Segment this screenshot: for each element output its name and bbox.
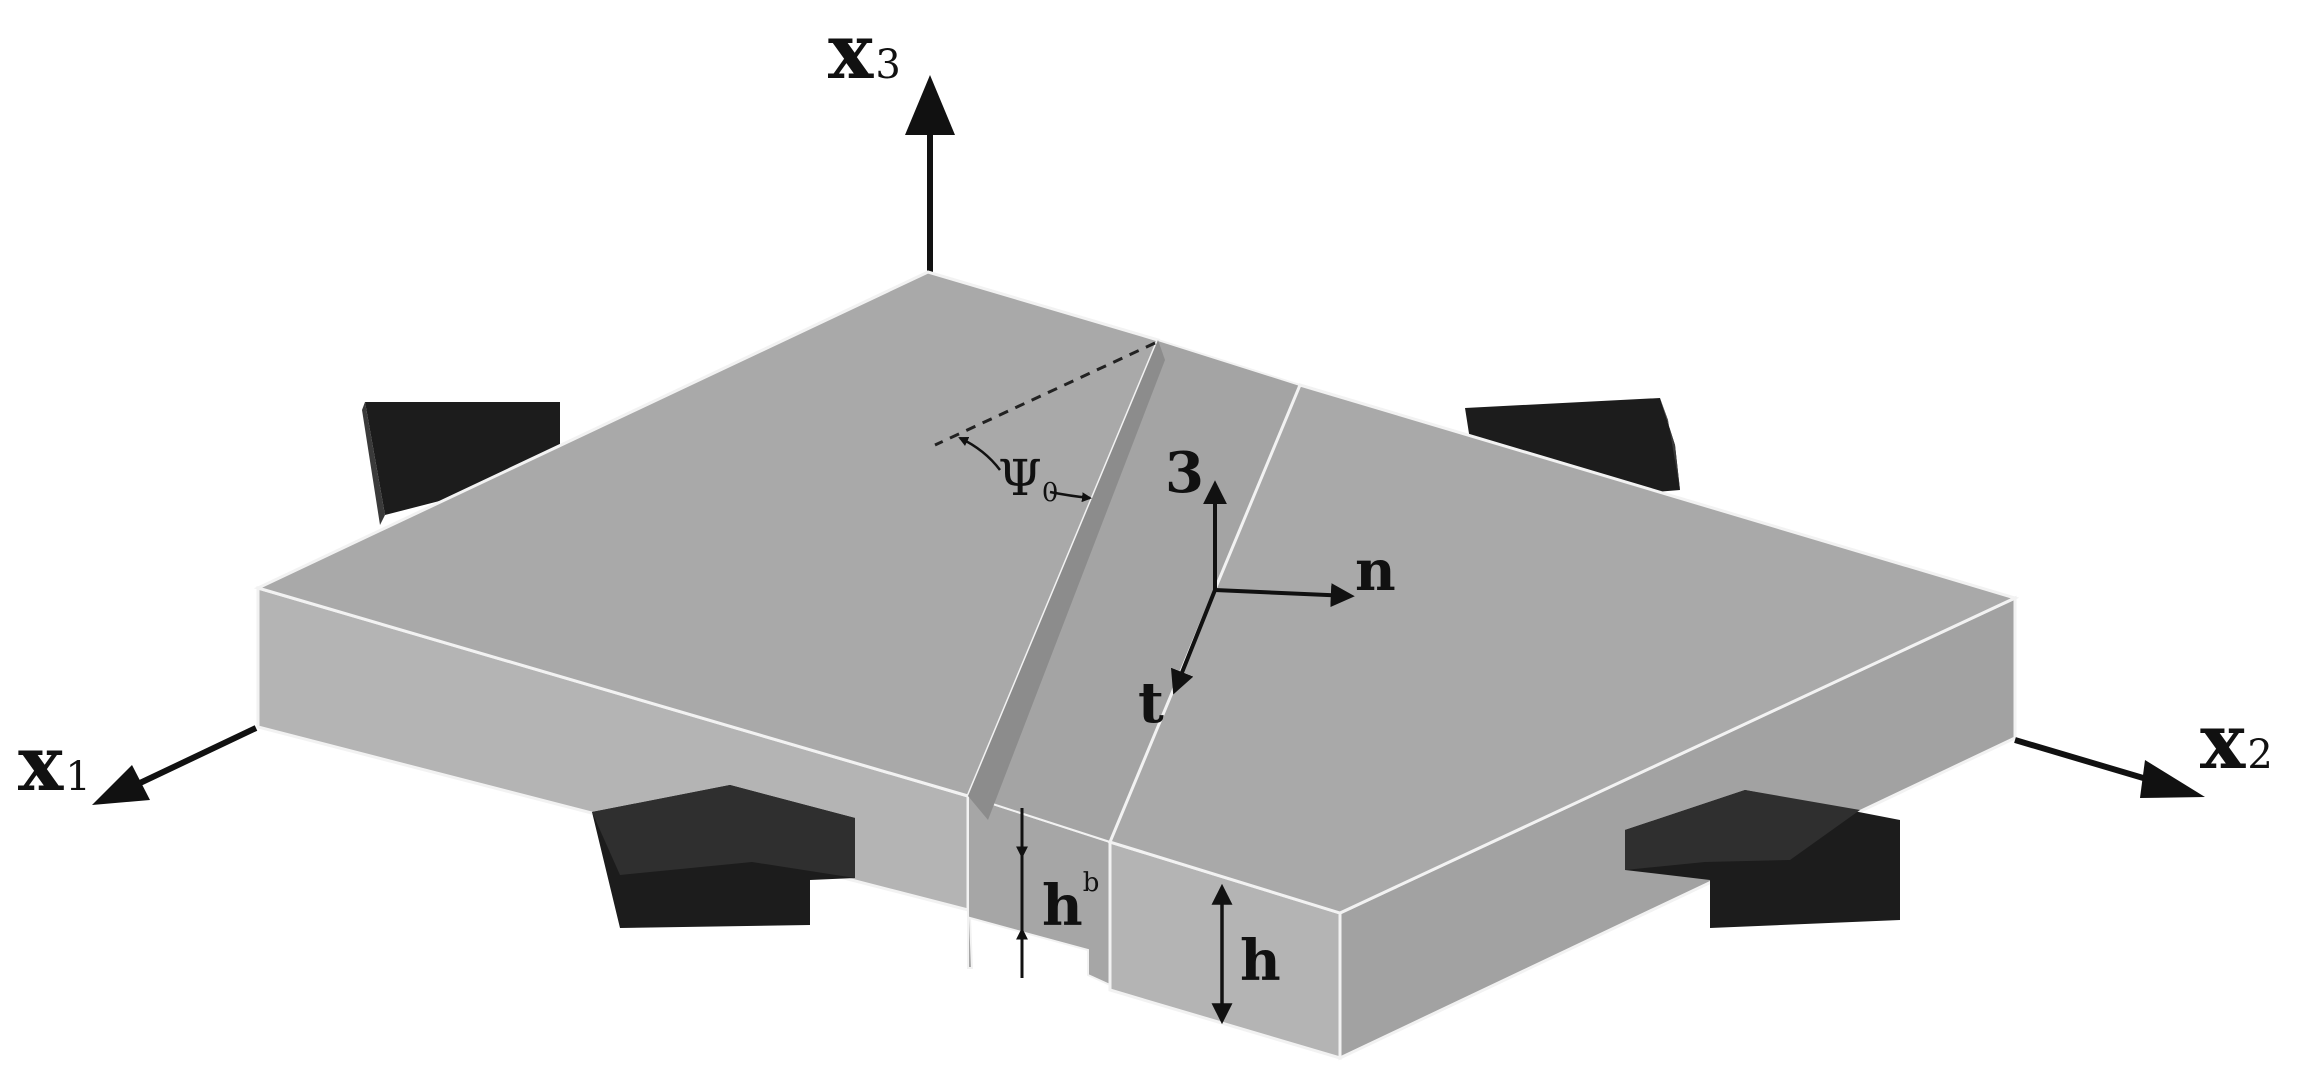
plate-thickness-label: h [1240,928,1281,994]
local-axis-n-label: n [1355,538,1396,604]
plate-body [253,270,2020,1061]
local-frame [1170,480,1355,695]
local-axis-t-label: t [1138,670,1164,736]
axis-x3 [905,75,955,272]
angle-reference-line [934,341,1156,447]
load-arrow-back-right [1465,398,1680,495]
load-arrow-front-right [1625,790,1900,928]
angle-psi0-label: Ψ0 [998,449,1058,508]
axis-x2 [2014,737,2205,798]
load-arrow-front-left [592,785,855,928]
axis-x1 [92,725,258,805]
angle-psi0-arc [958,436,1092,503]
axis-x2-label: x2 [2200,697,2273,786]
axis-x1-label: x1 [18,719,91,808]
band-thickness-label: hb [1042,868,1099,939]
local-axis-3-label: 3 [1165,440,1204,506]
load-arrow-back-left [362,402,560,525]
axis-x3-label: x3 [828,7,901,96]
